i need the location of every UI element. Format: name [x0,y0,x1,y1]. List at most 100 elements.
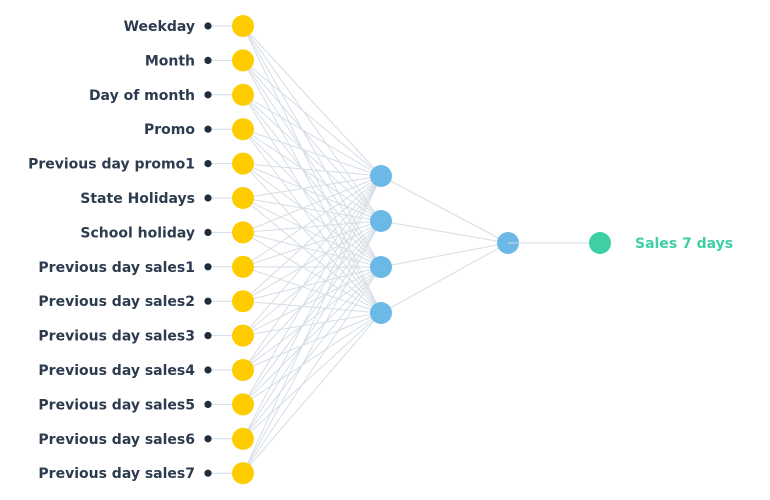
edge-input-13-hidden-3 [242,266,382,440]
input-label-dot [204,160,212,168]
edge-input-10-hidden-3 [242,266,382,337]
hidden-node [370,165,392,187]
output-label: Sales 7 days [635,236,733,252]
hidden-layer [370,165,392,324]
edge-input-14-hidden-1 [242,175,382,474]
input-label: School holiday [80,225,195,241]
output-node [589,232,611,254]
edge-input-4-hidden-3 [242,128,382,268]
input-node [232,187,254,209]
edge-input-14-hidden-3 [242,266,382,474]
edge-input-1-hidden-2 [242,25,382,222]
input-node [232,290,254,313]
input-node [232,255,254,278]
edge-input-4-hidden-2 [242,128,382,222]
input-label: Previous day sales3 [38,329,195,345]
input-label-dot [204,91,212,99]
input-node [232,359,254,381]
edge-input-13-hidden-1 [242,175,382,440]
edge-input-7-hidden-1 [242,175,382,233]
input-label-dot [204,332,212,340]
input-label: State Holidays [80,191,195,207]
input-label-dot [204,56,212,64]
input-label: Previous day sales7 [38,466,195,482]
input-node [232,427,254,450]
input-node [232,393,254,416]
hidden-node [370,256,392,278]
edge-input-5-hidden-2 [242,163,382,222]
edge-input-6-hidden-2 [242,197,382,222]
edge-input-12-hidden-2 [242,220,382,405]
input-node [232,324,254,347]
edge-hidden-2-aggregator [380,220,509,244]
input-label: Month [145,53,195,69]
input-label-dot [204,366,212,374]
edge-input-14-hidden-4 [242,312,382,474]
edge-input-5-hidden-1 [242,163,382,177]
edge-input-5-hidden-3 [242,163,382,268]
edge-input-12-hidden-3 [242,266,382,405]
edge-hidden-1-aggregator [380,175,509,244]
input-label-dot [204,22,212,30]
edge-input-10-hidden-2 [242,220,382,336]
hidden-node [370,210,392,232]
input-node [232,152,254,175]
input-label-dot [204,263,212,271]
edge-input-12-hidden-1 [242,175,382,405]
edge-input-7-hidden-2 [242,220,382,233]
input-label: Previous day sales5 [38,397,195,413]
edge-input-11-hidden-3 [242,266,382,371]
input-label: Previous day sales2 [38,294,195,310]
input-label: Previous day sales1 [38,260,195,276]
input-label-dot [204,194,212,202]
edge-input-11-hidden-4 [242,312,382,371]
input-label: Previous day sales6 [38,432,195,448]
edge-input-9-hidden-2 [242,220,382,302]
edge-input-1-hidden-3 [242,25,382,268]
edge-input-4-hidden-1 [242,128,382,177]
edge-input-3-hidden-3 [242,94,382,268]
input-label: Previous day promo1 [28,157,195,173]
input-label-dot [204,125,212,133]
input-label: Promo [144,122,195,138]
edge-input-8-hidden-1 [242,175,382,268]
input-label-dot [204,400,212,408]
edge-input-11-hidden-1 [242,175,382,371]
input-node [232,118,254,141]
edge-input-2-hidden-2 [242,60,382,222]
edge-hidden-4-aggregator [380,242,509,314]
input-label-dot [204,435,212,443]
edge-input-6-hidden-3 [242,197,382,268]
edge-input-8-hidden-2 [242,220,382,268]
input-label: Day of month [89,88,195,104]
input-label-dot [204,228,212,236]
edge-input-9-hidden-3 [242,266,382,302]
edge-input-11-hidden-2 [242,220,382,371]
input-label-dot [204,297,212,305]
input-label: Weekday [124,19,195,35]
input-label-dot [204,469,212,477]
edge-input-2-hidden-1 [242,60,382,177]
input-node [232,49,254,72]
edge-input-7-hidden-3 [242,231,382,268]
input-node [232,15,254,37]
input-node [232,83,254,106]
edge-input-14-hidden-2 [242,220,382,474]
edge-input-3-hidden-1 [242,94,382,177]
output-layer: Sales 7 days [508,232,733,254]
edge-input-9-hidden-1 [242,175,382,302]
edge-input-1-hidden-1 [242,25,382,177]
edge-input-12-hidden-4 [242,312,382,405]
input-node [232,462,254,485]
edge-input-2-hidden-3 [242,60,382,268]
connection-edges [242,25,509,474]
input-label: Previous day sales4 [38,363,195,379]
edge-hidden-3-aggregator [380,242,509,268]
edge-input-3-hidden-2 [242,94,382,222]
edge-input-10-hidden-1 [242,175,382,336]
input-node [232,221,254,244]
edge-input-13-hidden-4 [242,312,382,440]
hidden-node [370,302,392,324]
